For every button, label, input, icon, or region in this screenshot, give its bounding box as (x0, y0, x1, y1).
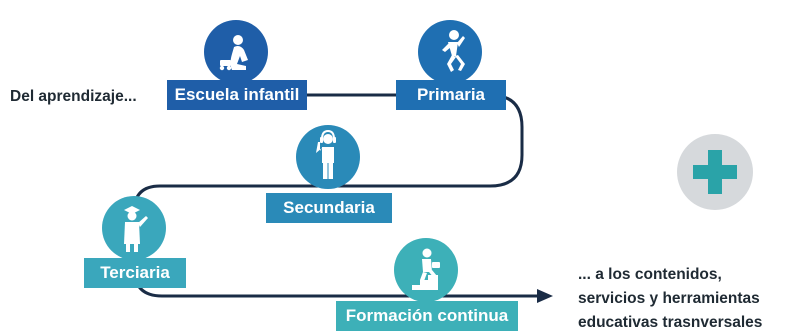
stage-circle-primaria (418, 20, 482, 84)
graduate-icon (124, 206, 148, 252)
plus-icon (693, 150, 737, 194)
outro-line-2: servicios y herramientas (578, 290, 760, 307)
stage-label-secundaria: Secundaria (266, 193, 392, 223)
stage-label-terciaria: Terciaria (84, 258, 186, 288)
outro-line-1: ... a los contenidos, (578, 266, 722, 283)
stage-circle-secundaria (296, 125, 360, 189)
climbing-stairs-icon (412, 248, 440, 290)
intro-text: Del aprendizaje... (10, 88, 137, 105)
stage-label-formacion-continua: Formación continua (336, 301, 518, 331)
outro-line-3: educativas trasnversales (578, 314, 763, 331)
toddler-icon (219, 35, 248, 71)
stage-circle-formacion-continua (394, 238, 458, 302)
stage-circle-terciaria (102, 196, 166, 260)
plus-disc (677, 134, 753, 210)
stage-circle-escuela-infantil (204, 20, 268, 84)
stage-label-escuela-infantil: Escuela infantil (167, 80, 307, 110)
stage-label-primaria: Primaria (396, 80, 506, 110)
path-arrowhead (537, 289, 553, 303)
teen-headphones-icon (316, 129, 336, 179)
running-child-icon (442, 30, 465, 72)
